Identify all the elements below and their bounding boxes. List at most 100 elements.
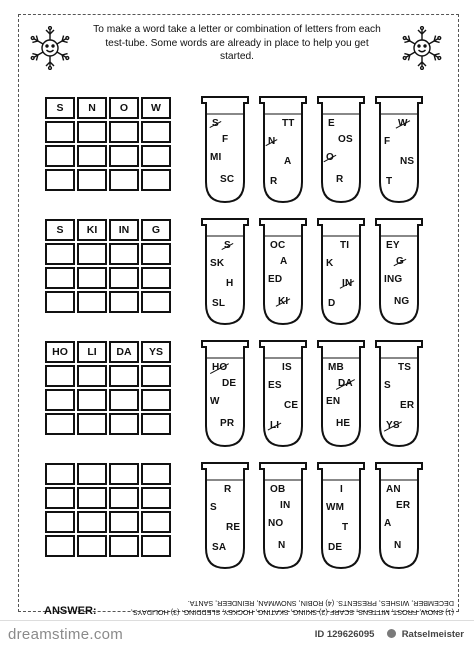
user-icon: [387, 629, 397, 638]
letter-box[interactable]: [77, 463, 107, 485]
letter-box[interactable]: [77, 535, 107, 557]
letter-box[interactable]: [141, 169, 171, 191]
image-credit: ID 129626095 Ratselmeister: [315, 629, 464, 640]
letter-box[interactable]: [109, 267, 139, 289]
test-tube-outline: [259, 218, 307, 326]
letter-box[interactable]: YS: [141, 341, 171, 363]
watermark-footer: dreamstime.com ID 129626095 Ratselmeiste…: [0, 620, 474, 648]
letter-box[interactable]: [45, 145, 75, 167]
letter-box[interactable]: [45, 487, 75, 509]
letter-fragment: A: [284, 156, 292, 167]
letter-box[interactable]: [45, 267, 75, 289]
letter-box[interactable]: [141, 267, 171, 289]
letter-box[interactable]: [45, 413, 75, 435]
letter-box[interactable]: [45, 389, 75, 411]
letter-box[interactable]: [141, 389, 171, 411]
letter-box[interactable]: [45, 365, 75, 387]
letter-box[interactable]: [109, 511, 139, 533]
letter-box[interactable]: [77, 169, 107, 191]
letter-box[interactable]: G: [141, 219, 171, 241]
letter-box[interactable]: [109, 121, 139, 143]
used-fragment: S: [224, 240, 231, 251]
word-grid: [45, 463, 171, 557]
letter-box[interactable]: [141, 487, 171, 509]
letter-fragment: IN: [280, 500, 291, 511]
letter-box[interactable]: [45, 121, 75, 143]
letter-box[interactable]: [45, 291, 75, 313]
letter-box[interactable]: S: [45, 97, 75, 119]
letter-box[interactable]: [77, 413, 107, 435]
letter-box[interactable]: [109, 145, 139, 167]
letter-box[interactable]: [77, 487, 107, 509]
letter-fragment: EY: [386, 240, 400, 251]
letter-fragment: R: [336, 174, 344, 185]
letter-box[interactable]: [141, 291, 171, 313]
letter-box[interactable]: HO: [45, 341, 75, 363]
letter-box[interactable]: [77, 291, 107, 313]
letter-fragment: DE: [222, 378, 237, 389]
used-fragment: IN: [342, 278, 353, 289]
letter-box[interactable]: [109, 389, 139, 411]
letter-box[interactable]: LI: [77, 341, 107, 363]
letter-box[interactable]: [109, 463, 139, 485]
test-tube-outline: [259, 96, 307, 204]
letter-fragment: ED: [268, 274, 283, 285]
letter-box[interactable]: [109, 487, 139, 509]
letter-box[interactable]: [141, 463, 171, 485]
letter-box[interactable]: [141, 535, 171, 557]
used-fragment: KI: [278, 296, 289, 307]
letter-box[interactable]: [45, 169, 75, 191]
used-fragment: LI: [270, 420, 280, 431]
letter-box[interactable]: [45, 243, 75, 265]
letter-fragment: SL: [212, 298, 226, 309]
letter-box[interactable]: [141, 365, 171, 387]
letter-box[interactable]: IN: [109, 219, 139, 241]
letter-box[interactable]: DA: [109, 341, 139, 363]
letter-box[interactable]: [77, 121, 107, 143]
letter-box[interactable]: [109, 413, 139, 435]
letter-box[interactable]: [77, 511, 107, 533]
letter-fragment: TI: [340, 240, 350, 251]
test-tube-outline: [375, 462, 423, 570]
letter-box[interactable]: [77, 389, 107, 411]
letter-box[interactable]: [45, 535, 75, 557]
letter-box[interactable]: [77, 145, 107, 167]
letter-box[interactable]: N: [77, 97, 107, 119]
letter-box[interactable]: [45, 463, 75, 485]
letter-box[interactable]: [45, 511, 75, 533]
letter-box[interactable]: [109, 535, 139, 557]
letter-box[interactable]: [141, 511, 171, 533]
letter-fragment: NS: [400, 156, 415, 167]
test-tube-outline: [201, 218, 249, 326]
letter-box[interactable]: [109, 243, 139, 265]
used-fragment: G: [396, 256, 404, 267]
letter-box[interactable]: [109, 365, 139, 387]
instructions-text: To make a word take a letter or combinat…: [93, 24, 381, 63]
letter-fragment: SC: [220, 174, 235, 185]
letter-fragment: PR: [220, 418, 235, 429]
letter-fragment: ER: [396, 500, 411, 511]
letter-box[interactable]: [77, 243, 107, 265]
letter-box[interactable]: [141, 145, 171, 167]
letter-box[interactable]: [77, 365, 107, 387]
letter-box[interactable]: KI: [77, 219, 107, 241]
letter-box[interactable]: [141, 413, 171, 435]
letter-box[interactable]: [109, 169, 139, 191]
letter-box[interactable]: [141, 121, 171, 143]
letter-fragment: OS: [338, 134, 353, 145]
letter-fragment: AN: [386, 484, 401, 495]
letter-box[interactable]: O: [109, 97, 139, 119]
letter-box[interactable]: [141, 243, 171, 265]
letter-box[interactable]: W: [141, 97, 171, 119]
letter-box[interactable]: [77, 267, 107, 289]
letter-box[interactable]: S: [45, 219, 75, 241]
letter-box[interactable]: [109, 291, 139, 313]
